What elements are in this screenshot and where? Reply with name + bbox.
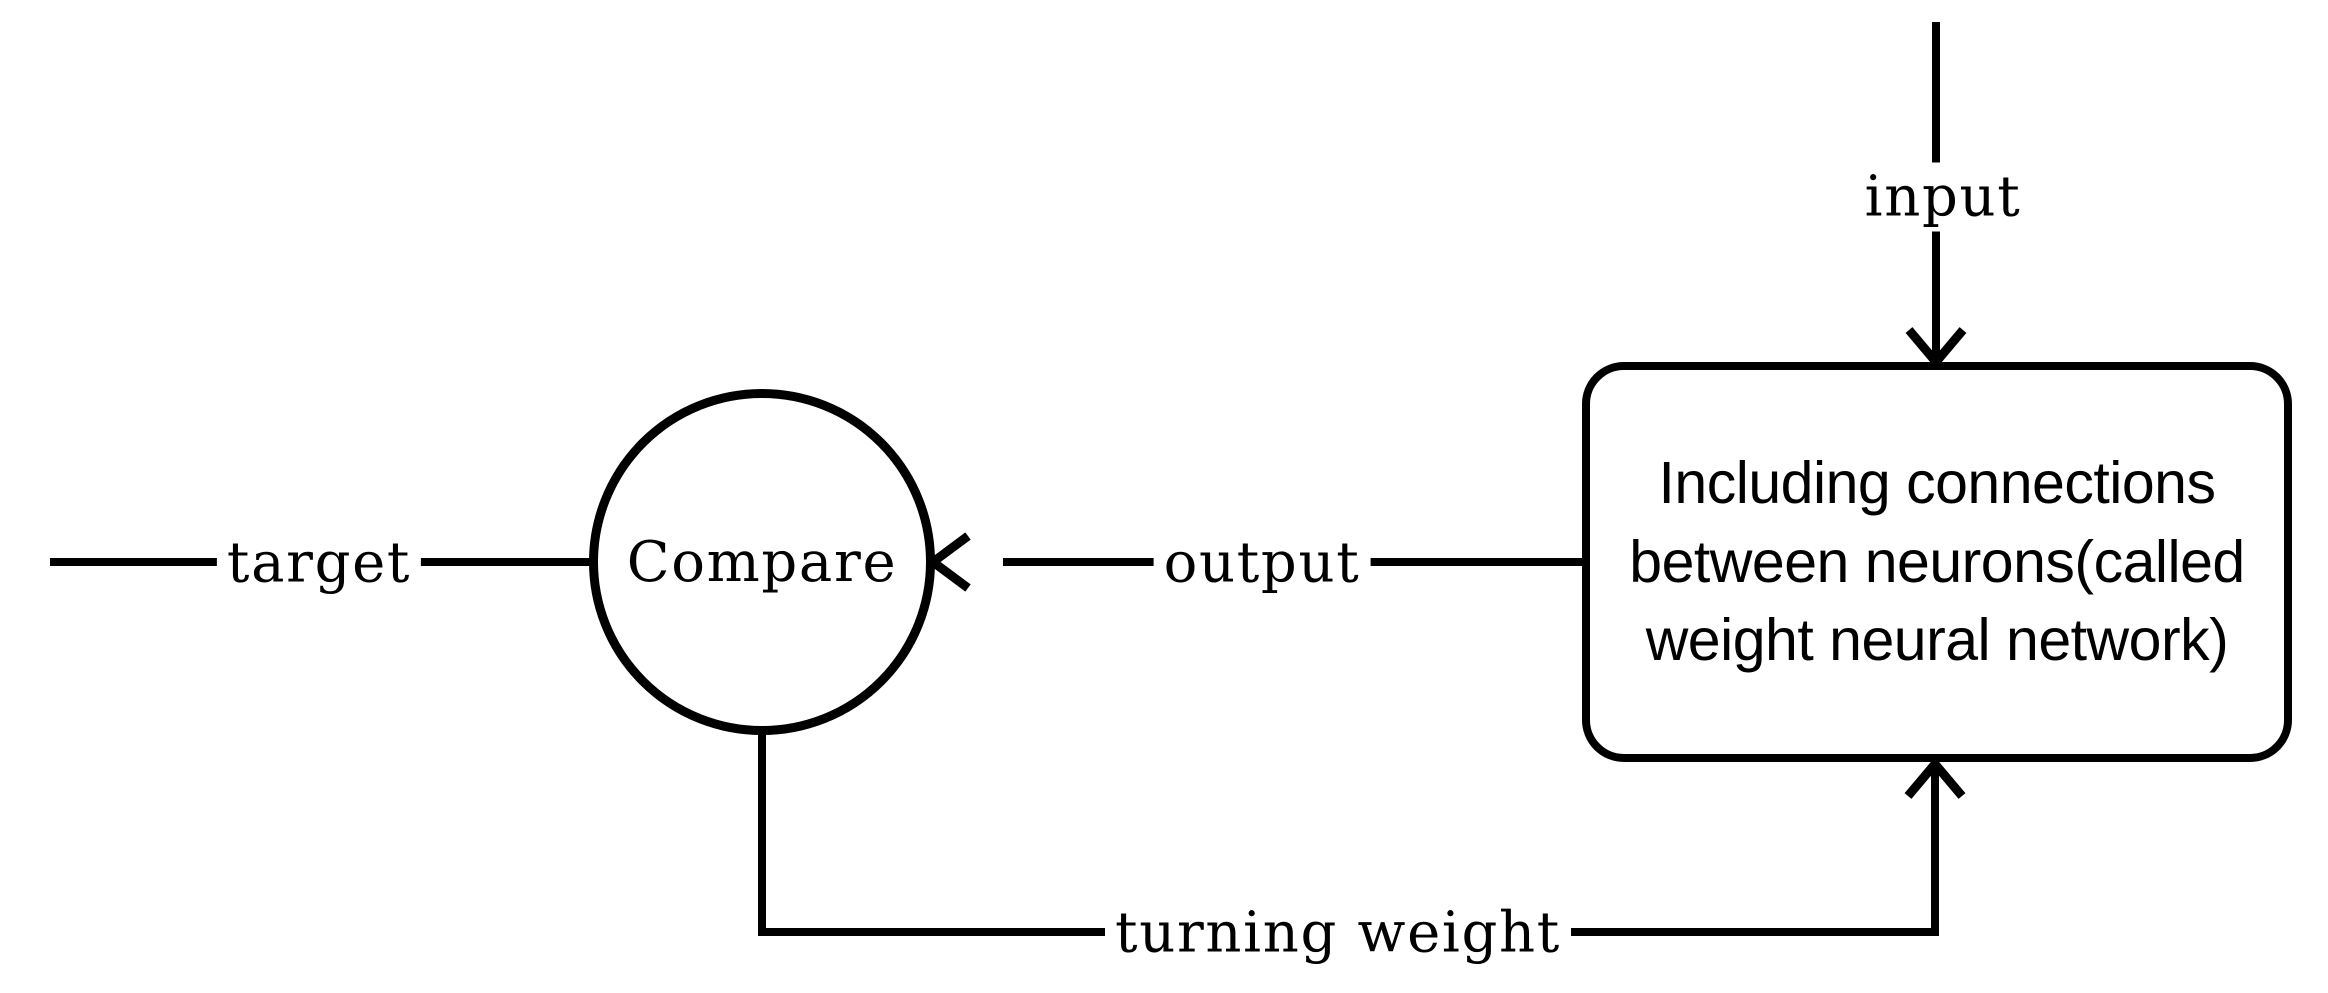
compare-node-label: Compare <box>626 529 898 595</box>
feedback-edge-line-up <box>1931 764 1939 936</box>
up-arrowhead-icon <box>1904 758 1966 799</box>
input-edge-label: input <box>1854 162 2032 232</box>
output-edge-label: output <box>1153 528 1371 598</box>
target-edge-label: target <box>216 528 422 598</box>
neural-network-node: Including connections between neurons(ca… <box>1582 362 2292 762</box>
neural-network-node-label: Including connections between neurons(ca… <box>1629 450 2245 674</box>
compare-node: Compare <box>589 389 935 735</box>
feedback-edge-line-down <box>758 733 766 936</box>
turning-weight-edge-label: turning weight <box>1105 898 1571 968</box>
